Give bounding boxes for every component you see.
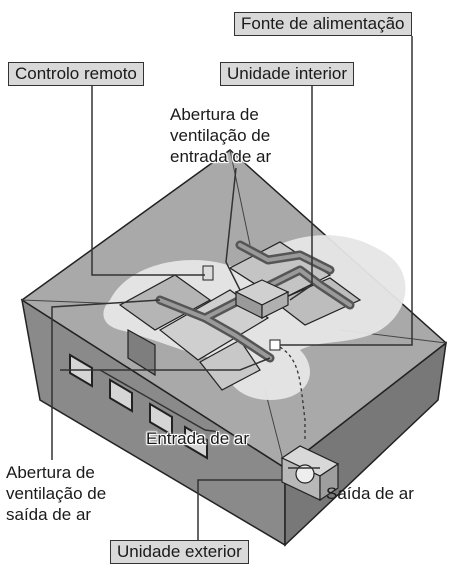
- leader-lines: [51, 36, 413, 545]
- power-supply-label: Fonte de alimentação: [234, 12, 412, 36]
- indoor-unit-label: Unidade interior: [220, 62, 355, 86]
- air-outlet-vent-label: Abertura de ventilação de saída de ar: [6, 463, 107, 524]
- outdoor-unit-label: Unidade exterior: [110, 540, 249, 564]
- air-outlet-label: Saída de ar: [326, 484, 414, 503]
- remote-device: [202, 265, 214, 281]
- remote-control-label: Controlo remoto: [8, 62, 144, 86]
- air-intake-label: Entrada de ar: [146, 429, 250, 448]
- air-intake-vent-label: Abertura de ventilação de entrada de ar: [170, 105, 272, 166]
- indoor-unit-box: [234, 279, 290, 319]
- power-outlet: [269, 339, 281, 351]
